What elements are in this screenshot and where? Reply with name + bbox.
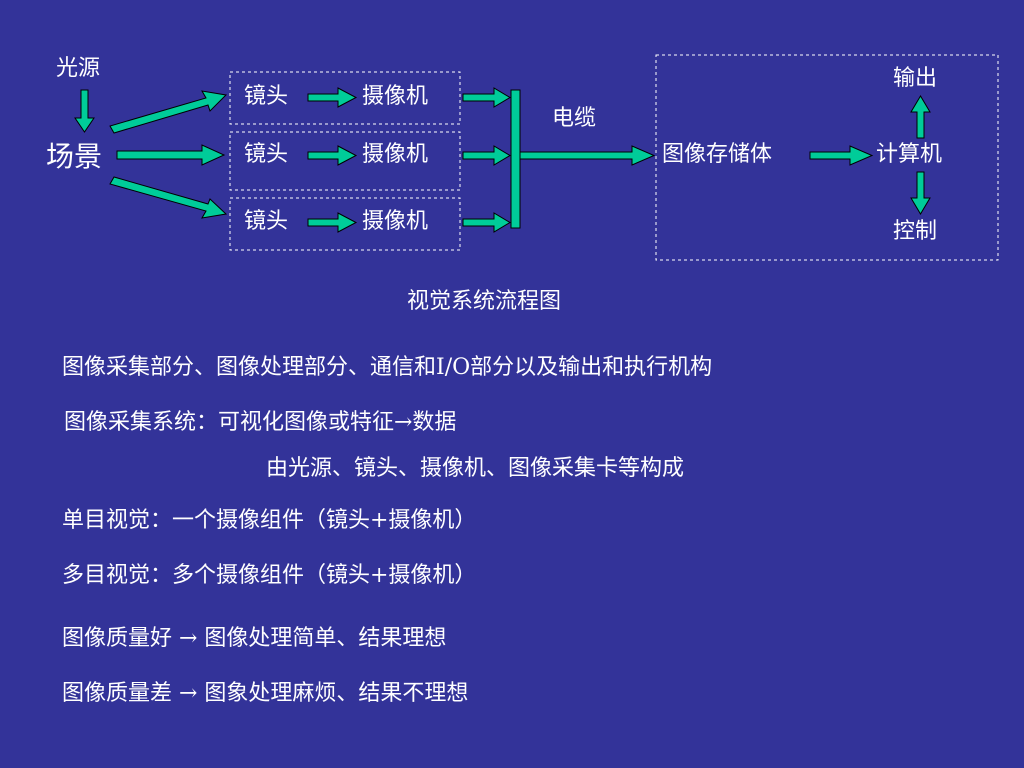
light-source-label: 光源: [56, 56, 101, 81]
quality-bad-line: 图像质量差 → 图象处理麻烦、结果不理想: [62, 681, 469, 706]
light-to-scene-arrow: [74, 89, 95, 133]
scene-label: 场景: [46, 140, 103, 173]
output-label: 输出: [893, 66, 938, 91]
storage-to-computer-arrow: [809, 145, 874, 166]
camera-label-1: 摄像机: [362, 84, 429, 109]
lens-to-camera-arrow-1: [307, 87, 358, 108]
camera-module-box-1: [229, 71, 461, 125]
computer-label: 计算机: [876, 142, 943, 167]
scene-to-module-3-arrow: [109, 176, 228, 219]
computer-to-control-arrow: [910, 171, 931, 215]
lens-label-3: 镜头: [244, 209, 289, 234]
camera-label-2: 摄像机: [362, 142, 429, 167]
monocular-line: 单目视觉：一个摄像组件（镜头+摄像机）: [62, 508, 477, 533]
processing-box: [655, 54, 999, 261]
scene-to-module-2-arrow: [116, 144, 226, 166]
cable-bus-bar: [510, 89, 521, 229]
quality-good-line: 图像质量好 → 图像处理简单、结果理想: [62, 626, 447, 651]
camera-to-bus-arrow-3: [462, 212, 511, 233]
scene-to-module-1-arrow: [109, 90, 228, 134]
camera-module-box-2: [229, 131, 461, 191]
lens-to-camera-arrow-3: [307, 212, 358, 233]
control-label: 控制: [893, 219, 938, 244]
storage-label: 图像存储体: [662, 142, 773, 167]
camera-label-3: 摄像机: [362, 209, 429, 234]
camera-module-box-3: [229, 197, 461, 251]
cable-arrow: [519, 145, 656, 166]
acquisition-makeup-line: 由光源、镜头、摄像机、图像采集卡等构成: [266, 456, 685, 481]
camera-to-bus-arrow-2: [462, 145, 511, 166]
lens-to-camera-arrow-2: [307, 145, 358, 166]
acquisition-system-line: 图像采集系统：可视化图像或特征→数据: [64, 410, 457, 435]
computer-to-output-arrow: [910, 95, 931, 139]
camera-to-bus-arrow-1: [462, 87, 511, 108]
lens-label-2: 镜头: [244, 142, 289, 167]
multiocular-line: 多目视觉：多个摄像组件（镜头+摄像机）: [62, 563, 477, 588]
cable-label: 电缆: [552, 106, 597, 131]
components-line: 图像采集部分、图像处理部分、通信和I/O部分以及输出和执行机构: [62, 355, 713, 380]
lens-label-1: 镜头: [244, 84, 289, 109]
diagram-caption: 视觉系统流程图: [407, 289, 562, 314]
